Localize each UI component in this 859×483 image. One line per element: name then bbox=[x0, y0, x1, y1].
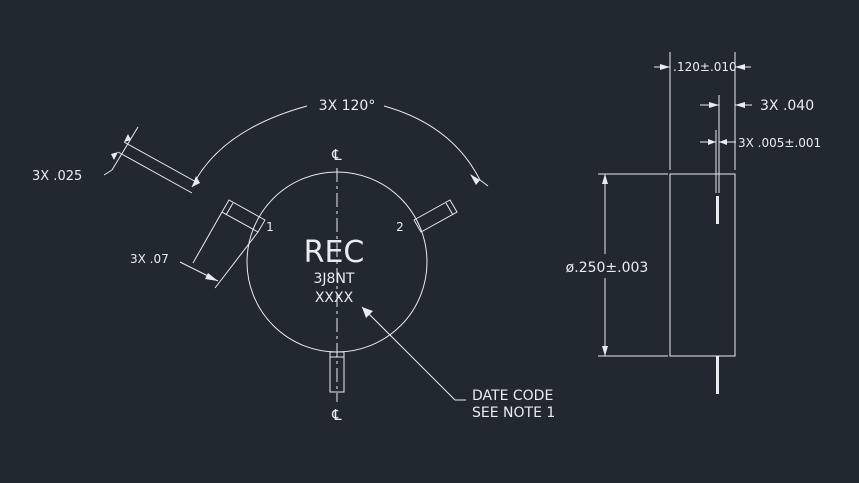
marking-rec: REC bbox=[304, 235, 365, 270]
pin-2-label: 2 bbox=[396, 220, 404, 234]
lead-spacing-label: 3X .040 bbox=[760, 98, 814, 114]
lead-spacing-dimension: 3X .040 bbox=[700, 95, 814, 193]
diameter-label: ø.250±.003 bbox=[566, 260, 649, 276]
date-code-note-line1: DATE CODE bbox=[472, 388, 553, 404]
date-code-leader: DATE CODE SEE NOTE 1 bbox=[361, 306, 555, 421]
side-lead-bottom bbox=[716, 356, 719, 394]
lead-3 bbox=[329, 351, 345, 393]
marking-date-code: XXXX bbox=[315, 290, 354, 306]
side-lead-top bbox=[716, 196, 719, 224]
lead-thickness-dimension: 3X .005±.001 bbox=[700, 130, 821, 193]
lead-length-dimension: 3X .07 bbox=[130, 211, 259, 289]
lead-width-label: 3X .025 bbox=[32, 169, 82, 184]
lead-width-dimension: 3X .025 bbox=[32, 126, 139, 184]
thickness-label-dot: . bbox=[673, 60, 677, 74]
lead-length-label: 3X .07 bbox=[130, 252, 169, 266]
side-view-body bbox=[669, 173, 736, 357]
thickness-dimension: . 120±.010 bbox=[654, 52, 751, 170]
lead-1 bbox=[117, 141, 266, 233]
angle-dimension: 3X 120° bbox=[191, 98, 489, 188]
lead-thickness-label: 3X .005±.001 bbox=[738, 136, 821, 150]
pin-1-label: 1 bbox=[266, 220, 274, 234]
thickness-label: 120±.010 bbox=[677, 60, 737, 74]
diameter-dimension: ø.250±.003 bbox=[566, 173, 668, 357]
front-view: ℄ ℄ REC 3J8NT XXXX 1 2 bbox=[32, 98, 555, 424]
centerline-bottom-symbol: ℄ bbox=[331, 406, 342, 424]
date-code-note-line2: SEE NOTE 1 bbox=[472, 405, 555, 421]
side-view: . 120±.010 3X .040 3X .005±.001 bbox=[566, 52, 821, 394]
angle-dimension-label: 3X 120° bbox=[319, 98, 376, 114]
marking-part-number: 3J8NT bbox=[314, 271, 355, 287]
centerline-top-symbol: ℄ bbox=[331, 146, 342, 164]
lead-2 bbox=[413, 199, 458, 233]
